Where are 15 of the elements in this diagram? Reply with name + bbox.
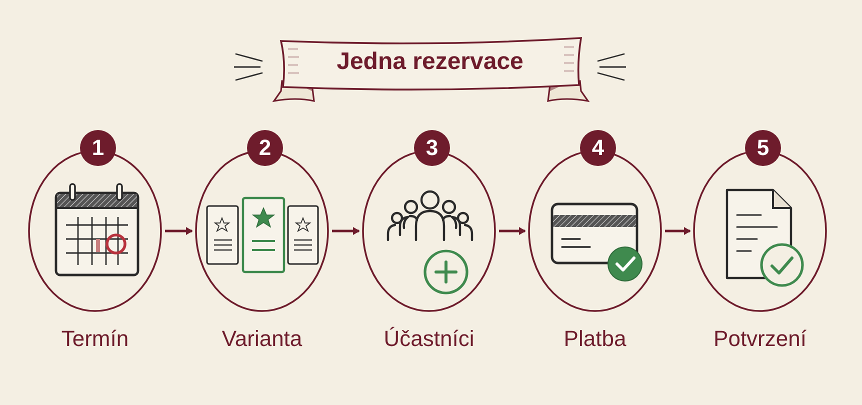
step-number-badge: 2 [247, 130, 283, 166]
step-label: Platba [564, 325, 626, 353]
step-number-badge: 5 [745, 130, 781, 166]
step-label: Termín [61, 325, 129, 353]
step-label: Potvrzení [714, 325, 806, 353]
step-label: Účastníci [384, 325, 474, 353]
step-label: Varianta [222, 325, 302, 353]
arrow [665, 227, 691, 235]
banner-title: Jedna rezervace [336, 47, 524, 77]
arrow [499, 227, 526, 235]
arrow [165, 227, 193, 235]
step-number-badge: 3 [414, 130, 450, 166]
arrow [332, 227, 360, 235]
step-number-badge: 1 [80, 130, 116, 166]
step-number-badge: 4 [580, 130, 616, 166]
